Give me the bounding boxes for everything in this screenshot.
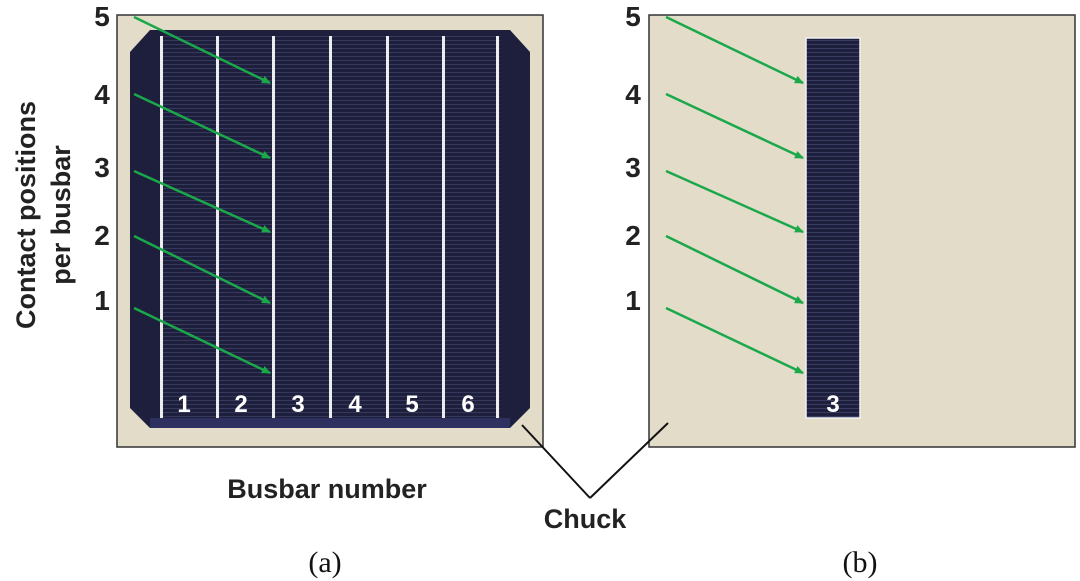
position-labels-b: 5 4 3 2 1	[625, 1, 641, 316]
arrow	[133, 15, 271, 85]
chuck-label: Chuck	[544, 504, 628, 534]
arrow	[133, 169, 271, 234]
position-labels-a: 5 4 3 2 1	[94, 1, 110, 316]
position-label: 1	[94, 285, 110, 316]
busbar-line	[386, 36, 389, 418]
arrow	[665, 169, 804, 234]
busbars	[160, 36, 499, 418]
busbar-label: 3	[291, 391, 304, 418]
arrow	[665, 306, 804, 375]
arrow	[665, 15, 804, 85]
x-axis-title: Busbar number	[227, 474, 427, 504]
busbar-label: 6	[461, 391, 474, 418]
y-title-line2: per busbar	[46, 145, 76, 285]
busbar-label: 5	[405, 391, 418, 418]
cell-edge-bottom	[150, 418, 510, 428]
arrow	[665, 92, 804, 160]
busbar-line	[496, 36, 499, 418]
caption-a: (a)	[308, 546, 341, 579]
busbar-line	[216, 36, 219, 418]
panel-b: 3 5 4 3 2 1 (b)	[625, 1, 1076, 579]
busbar-label: 2	[234, 391, 247, 418]
strip-label: 3	[826, 391, 839, 418]
callout-line-b	[589, 422, 669, 499]
position-label: 2	[94, 220, 110, 251]
chuck-b	[648, 14, 1076, 448]
arrow	[133, 234, 271, 305]
position-label: 5	[625, 1, 641, 32]
busbar-line	[160, 36, 163, 418]
busbar-line	[442, 36, 445, 418]
contact-arrows-a	[133, 15, 271, 375]
arrow	[133, 306, 271, 375]
chuck-callout: Chuck	[521, 422, 669, 534]
position-label: 1	[625, 285, 641, 316]
position-label: 2	[625, 220, 641, 251]
y-title-line1: Contact positions	[11, 101, 41, 329]
arrow	[133, 92, 271, 160]
busbar-label: 4	[348, 391, 362, 418]
busbar-line	[272, 36, 275, 418]
busbar-labels: 1 2 3 4 5 6	[177, 391, 474, 418]
position-label: 4	[94, 79, 110, 110]
position-label: 4	[625, 79, 641, 110]
contact-arrows-b	[665, 15, 804, 375]
y-axis-title: Contact positions per busbar	[11, 101, 76, 329]
position-label: 3	[94, 152, 110, 183]
panel-a: 1 2 3 4 5 6 5 4 3 2 1 Contact positions …	[11, 1, 544, 579]
callout-line-a	[521, 424, 591, 499]
cell-strip	[805, 37, 861, 419]
position-label: 5	[94, 1, 110, 32]
busbar-line	[329, 36, 332, 418]
position-label: 3	[625, 152, 641, 183]
busbar-label: 1	[177, 391, 190, 418]
arrow	[665, 234, 804, 305]
caption-b: (b)	[843, 546, 878, 579]
